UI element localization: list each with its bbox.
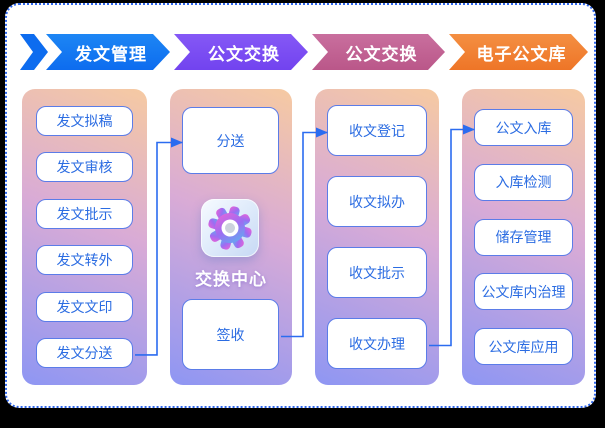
node-label: 发文分送 <box>56 344 113 361</box>
node-ruku-jiance: 入库检测 <box>474 163 573 201</box>
header-banner-fawen-guanli: 发文管理 <box>46 34 170 70</box>
node-label: 储存管理 <box>495 229 552 245</box>
node-label: 签收 <box>216 326 245 343</box>
node-label: 收文登记 <box>349 122 405 139</box>
header-label: 电子公文库 <box>476 44 567 64</box>
node-fensong: 分送 <box>182 107 279 174</box>
panel-shouwen: 收文登记 收文拟办 收文批示 收文办理 <box>315 89 439 385</box>
node-label: 发文批示 <box>56 205 113 222</box>
node-label: 收文办理 <box>349 335 405 352</box>
panel-fawen-guanli: 发文拟稿 发文审核 发文批示 发文转外 发文文印 发文分送 <box>22 89 147 385</box>
gear-icon <box>208 206 252 250</box>
diagram-card: 发文管理 公文交换 公文交换 电子公文库 发文拟稿 发文审核 发文批示 发文转外… <box>5 3 596 408</box>
node-label: 发文审核 <box>56 159 113 176</box>
node-fawen-shenhe: 发文审核 <box>36 152 133 183</box>
panel-gongwenku: 公文入库 入库检测 储存管理 公文库内治理 公文库应用 <box>462 89 585 385</box>
header-banner-gongwen-jiaohuan-1: 公文交换 <box>174 34 308 70</box>
exchange-center-label: 交换中心 <box>195 270 267 289</box>
node-label: 发文转外 <box>56 252 113 269</box>
header-banner-gongwen-jiaohuan-2: 公文交换 <box>312 34 445 70</box>
node-label: 分送 <box>216 132 245 149</box>
node-label: 入库检测 <box>495 174 552 191</box>
node-chucun-guanli: 储存管理 <box>474 218 573 256</box>
chevron-start-icon <box>20 34 48 70</box>
node-fawen-pishi: 发文批示 <box>36 198 133 229</box>
node-gongwenku-nei-zhili: 公文库内治理 <box>474 273 573 311</box>
node-shouwen-pishi: 收文批示 <box>327 247 427 298</box>
exchange-center-tile <box>201 199 259 257</box>
node-gongwenku-yingyong: 公文库应用 <box>474 328 573 365</box>
node-shouwen-niban: 收文拟办 <box>327 176 427 227</box>
node-fawen-fensong: 发文分送 <box>36 337 133 368</box>
node-label: 公文入库 <box>495 119 552 136</box>
node-label: 收文拟办 <box>349 193 405 210</box>
node-label: 发文拟稿 <box>56 113 113 129</box>
node-shouwen-dengji: 收文登记 <box>327 105 427 156</box>
node-label: 发文文印 <box>56 298 113 315</box>
node-shouwen-banli: 收文办理 <box>327 318 427 369</box>
node-label: 公文库应用 <box>488 338 559 355</box>
header-banner-dianzi-gongwenku: 电子公文库 <box>449 34 588 70</box>
node-fawen-zhuanwai: 发文转外 <box>36 245 133 276</box>
node-label: 公文库内治理 <box>481 283 566 300</box>
header-label: 发文管理 <box>75 44 147 64</box>
node-qianshou: 签收 <box>182 299 279 370</box>
header-label: 公文交换 <box>345 44 418 64</box>
panel-jiaohuan-zhongxin: 分送 <box>170 89 292 385</box>
node-label: 收文批示 <box>349 264 405 281</box>
node-gongwen-ruku: 公文入库 <box>474 109 573 146</box>
node-fawen-nigao: 发文拟稿 <box>36 106 133 136</box>
header-label: 公文交换 <box>208 44 280 64</box>
node-fawen-wenyin: 发文文印 <box>36 291 133 322</box>
